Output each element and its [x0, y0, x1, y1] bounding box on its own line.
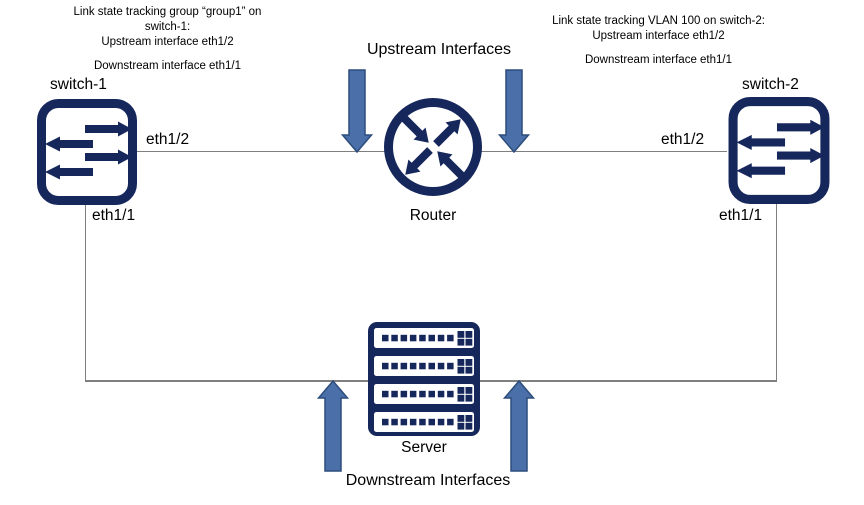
annotation-line: Upstream interface eth1/2 — [101, 36, 234, 48]
annotation-line: Link state tracking VLAN 100 on switch-2… — [552, 15, 765, 27]
server-label: Server — [401, 439, 447, 456]
switch1-icon — [37, 99, 137, 205]
switch1-downstream-link-line — [85, 205, 87, 382]
switch1-label: switch-1 — [50, 76, 107, 93]
downstream-interfaces-caption: Downstream Interfaces — [345, 472, 511, 489]
annotation-line: Downstream interface eth1/1 — [93, 60, 242, 72]
router-label: Router — [409, 207, 457, 224]
annotation-line: Upstream interface eth1/2 — [592, 30, 725, 42]
downstream-arrow-right-icon — [503, 380, 535, 472]
switch2-upstream-port-label: eth1/2 — [661, 131, 705, 148]
annotation-line: Link state tracking group “group1” on — [73, 6, 262, 18]
router-icon — [384, 98, 482, 196]
server-icon — [368, 322, 480, 436]
switch2-downstream-port-label: eth1/1 — [719, 207, 763, 224]
annotation-line: switch-1: — [144, 21, 191, 33]
upstream-arrow-right-icon — [498, 69, 530, 153]
switch2-icon — [728, 97, 830, 204]
switch1-upstream-port-label: eth1/2 — [146, 131, 190, 148]
switch1-downstream-port-label: eth1/1 — [92, 207, 136, 224]
annotation-switch2-tracking: Link state tracking VLAN 100 on switch-2… — [540, 14, 777, 68]
downstream-arrow-left-icon — [317, 380, 349, 472]
upstream-arrow-left-icon — [341, 69, 373, 153]
switch2-label: switch-2 — [742, 76, 799, 93]
annotation-line: Downstream interface eth1/1 — [584, 54, 733, 66]
upstream-interfaces-caption: Upstream Interfaces — [366, 41, 512, 58]
annotation-switch1-tracking: Link state tracking group “group1” on sw… — [50, 5, 285, 74]
switch2-downstream-link-line — [776, 204, 778, 382]
